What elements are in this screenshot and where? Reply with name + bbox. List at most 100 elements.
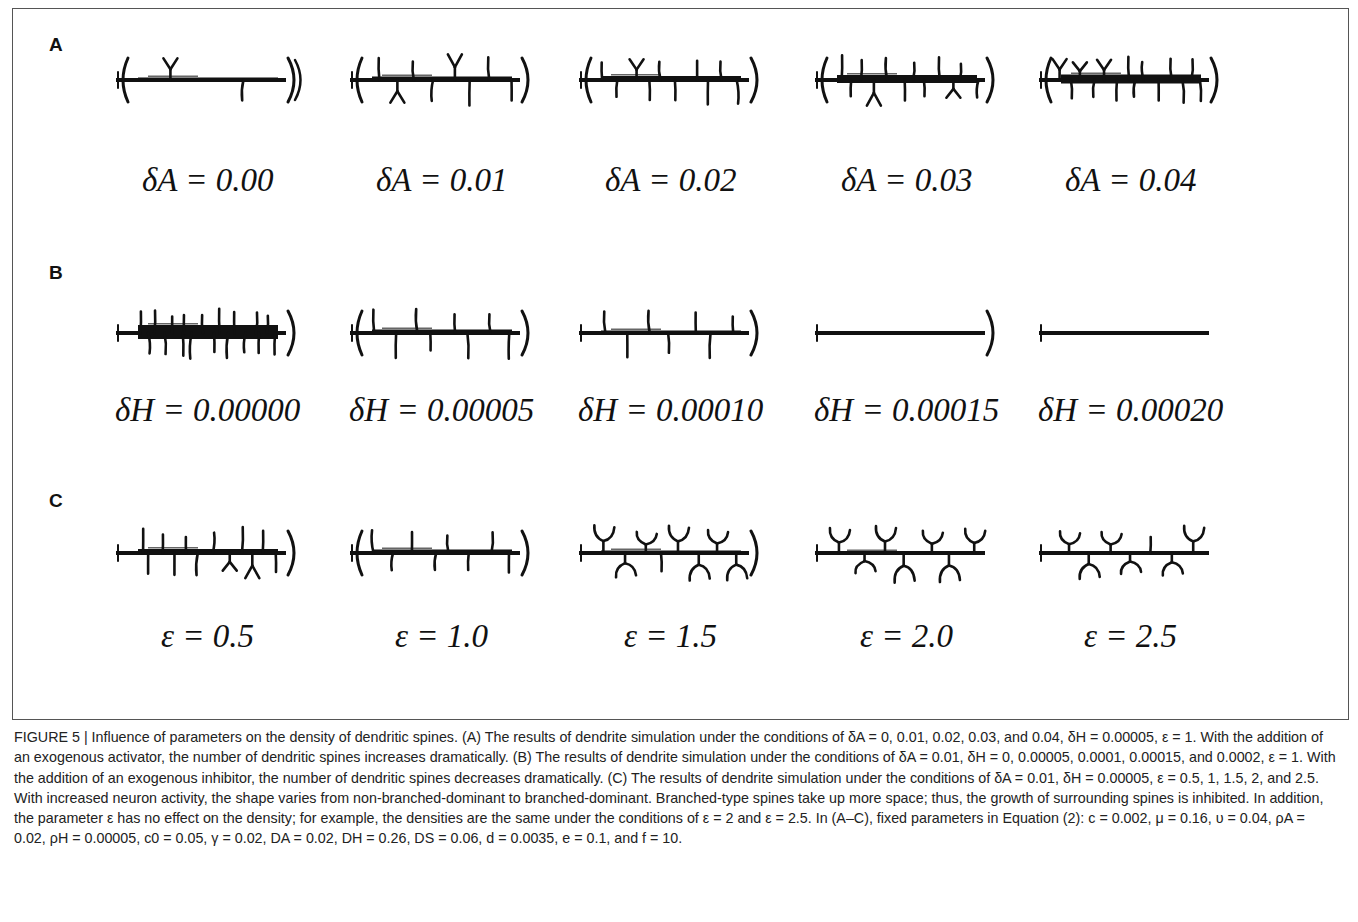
dense-edge: [1071, 73, 1121, 75]
spine-stroke: [1097, 60, 1104, 70]
parameter-label: ε = 2.0: [860, 618, 953, 655]
spine-stroke: [674, 80, 677, 100]
spine-stroke: [467, 553, 470, 570]
dendrite-shaft: [815, 331, 985, 335]
spine-stroke: [1080, 564, 1089, 579]
dense-region: [837, 552, 977, 553]
spine-stroke: [1058, 70, 1061, 80]
spine-stroke: [625, 563, 636, 575]
spine-stroke: [948, 553, 951, 566]
spine-stroke: [987, 58, 993, 102]
spine-stroke: [273, 333, 276, 354]
spine-stroke: [202, 315, 203, 333]
spine-stroke: [849, 80, 852, 96]
spine-stroke: [1068, 544, 1071, 553]
parameter-label: ε = 2.5: [1084, 618, 1177, 655]
spine-stroke: [1040, 325, 1042, 341]
spine-stroke: [1157, 80, 1160, 100]
spine-stroke: [669, 526, 678, 542]
spine-stroke: [173, 553, 176, 575]
spine-stroke: [635, 70, 638, 80]
spine-stroke: [1127, 57, 1131, 80]
spine-stroke: [816, 325, 818, 341]
spine-stroke: [923, 80, 926, 96]
spine-stroke: [455, 54, 462, 67]
spine-stroke: [391, 553, 393, 570]
spine-stroke: [416, 309, 418, 333]
spine-stroke: [1130, 561, 1141, 571]
dendrite-shaft: [815, 551, 985, 555]
spine-stroke: [840, 55, 843, 80]
spine-stroke: [1103, 70, 1106, 80]
figure-frame: [13, 9, 1349, 720]
spine-stroke: [251, 553, 254, 566]
spine-stroke: [895, 566, 904, 583]
spine-stroke: [751, 531, 757, 575]
spine-stroke: [1171, 553, 1174, 562]
spine-stroke: [646, 534, 657, 545]
dense-edge: [148, 547, 198, 549]
spine-stroke: [351, 545, 353, 561]
spine-stroke: [1053, 59, 1060, 69]
spine-stroke: [242, 527, 243, 553]
spine-stroke: [196, 553, 198, 575]
spine-stroke: [737, 80, 739, 104]
spine-stroke: [830, 528, 839, 542]
spine-stroke: [1079, 71, 1082, 80]
spine-stroke: [412, 62, 413, 80]
spine-stroke: [710, 333, 711, 358]
spine-stroke: [637, 59, 644, 69]
spine-stroke: [1040, 545, 1042, 561]
spine-stroke: [603, 527, 614, 541]
spine-stroke: [751, 311, 757, 355]
spine-stroke: [923, 531, 932, 544]
spine-stroke: [580, 72, 582, 88]
spine-stroke: [903, 80, 906, 101]
spine-stroke: [227, 333, 229, 358]
spine-stroke: [244, 333, 246, 352]
spine-stroke: [865, 561, 876, 571]
spine-stroke: [182, 315, 185, 333]
spine-stroke: [699, 565, 710, 579]
spine-stroke: [213, 333, 216, 352]
dense-region: [138, 549, 278, 555]
spine-stroke: [467, 333, 468, 358]
spine-stroke: [616, 80, 617, 97]
spine-stroke: [931, 544, 934, 553]
spine-stroke: [904, 566, 915, 581]
spine-stroke: [390, 91, 397, 102]
spine-stroke: [694, 313, 697, 333]
spine-stroke: [1073, 62, 1080, 71]
spine-stroke: [660, 553, 663, 571]
spine-stroke: [288, 311, 294, 355]
spine-stroke: [626, 333, 629, 357]
spine-stroke: [288, 531, 294, 575]
spine-stroke: [965, 529, 974, 543]
spine-stroke: [242, 80, 244, 100]
spine-stroke: [751, 58, 757, 102]
parameter-label: δH = 0.00000: [115, 392, 300, 429]
spine-stroke: [1163, 562, 1172, 575]
spine-stroke: [169, 69, 172, 80]
spine-stroke: [491, 532, 493, 553]
spine-stroke: [616, 563, 625, 577]
spine-stroke: [1193, 528, 1204, 542]
spine-stroke: [860, 60, 864, 80]
spine-stroke: [960, 64, 961, 80]
spine-stroke: [245, 566, 252, 579]
spine-stroke: [874, 93, 881, 106]
spine-stroke: [885, 58, 887, 80]
spine-stroke: [508, 553, 511, 573]
spine-stroke: [233, 312, 236, 333]
spine-stroke: [230, 562, 237, 571]
spine-stroke: [696, 61, 699, 80]
spine-stroke: [946, 89, 953, 98]
dense-region: [138, 78, 278, 81]
spine-stroke: [952, 80, 955, 89]
spine-stroke: [161, 535, 164, 553]
spine-stroke: [142, 529, 145, 553]
spine-stroke: [1080, 62, 1087, 71]
spine-stroke: [1089, 564, 1100, 577]
spine-stroke: [1111, 534, 1122, 544]
spine-stroke: [1142, 62, 1144, 80]
